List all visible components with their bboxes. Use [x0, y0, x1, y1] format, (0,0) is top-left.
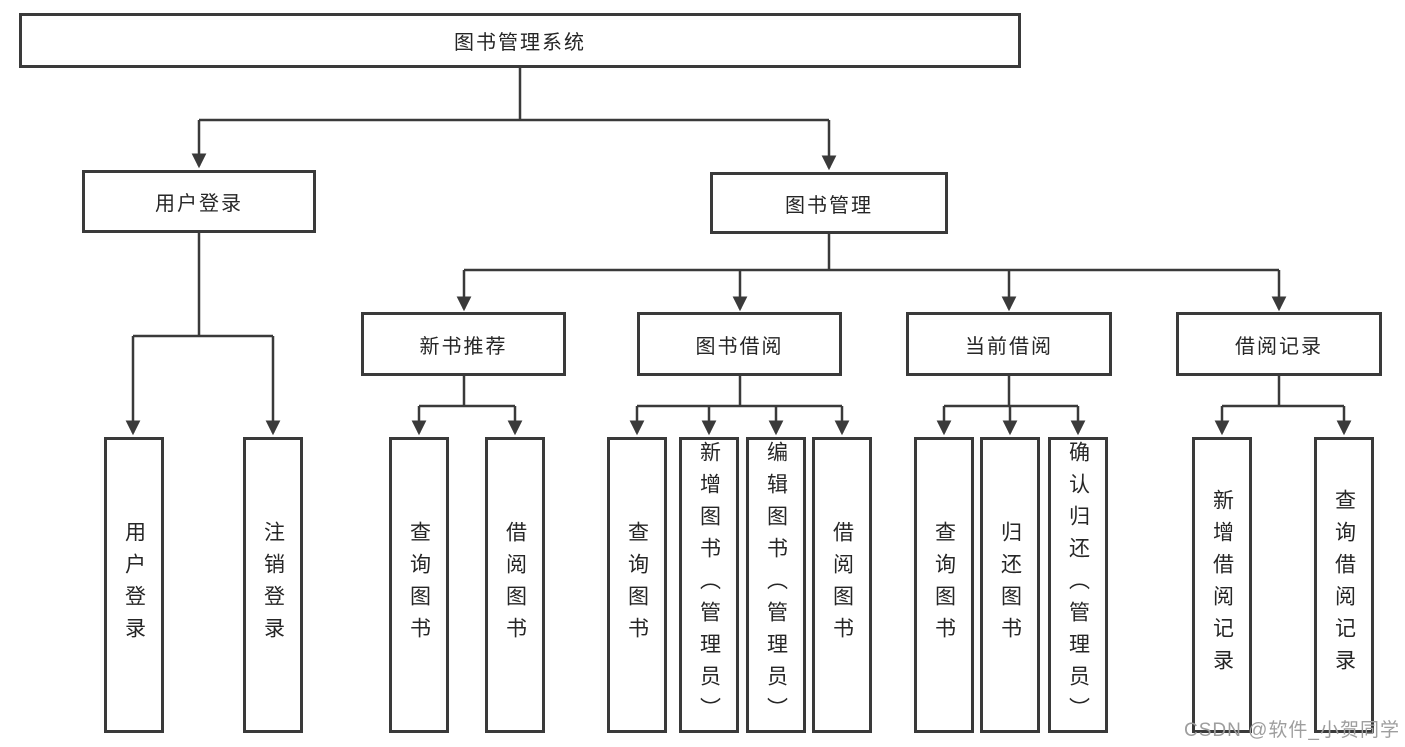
leaf-user-login-label: 用户登录	[122, 521, 146, 649]
node-new-book-recommend: 新书推荐	[361, 312, 566, 376]
leaf-bb-borrow-books: 借阅图书	[812, 437, 872, 733]
leaf-nb-borrow-books-label: 借阅图书	[503, 521, 527, 649]
leaf-nb-borrow-books: 借阅图书	[485, 437, 545, 733]
leaf-br-add-record: 新增借阅记录	[1192, 437, 1252, 733]
node-book-borrow-label: 图书借阅	[695, 335, 784, 358]
leaf-bb-edit-books-admin: 编辑图书（管理员）	[746, 437, 806, 733]
node-root-system: 图书管理系统	[19, 13, 1021, 68]
node-book-management-label: 图书管理	[785, 194, 873, 217]
node-user-login-label: 用户登录	[155, 193, 243, 215]
node-root-label: 图书管理系统	[454, 32, 586, 54]
node-book-borrow: 图书借阅	[637, 312, 842, 376]
leaf-cb-return-books: 归还图书	[980, 437, 1040, 733]
leaf-nb-query-books: 查询图书	[389, 437, 449, 733]
node-new-book-recommend-label: 新书推荐	[419, 335, 508, 358]
csdn-watermark: CSDN @软件_小贺同学	[1184, 720, 1400, 741]
leaf-br-query-record: 查询借阅记录	[1314, 437, 1374, 733]
leaf-logout: 注销登录	[243, 437, 303, 733]
leaf-cb-query-books-label: 查询图书	[932, 521, 956, 649]
leaf-bb-borrow-books-label: 借阅图书	[830, 521, 854, 649]
leaf-br-add-record-label: 新增借阅记录	[1210, 489, 1234, 681]
leaf-bb-add-books-admin: 新增图书（管理员）	[679, 437, 739, 733]
leaf-user-login: 用户登录	[104, 437, 164, 733]
leaf-cb-confirm-return-admin: 确认归还（管理员）	[1048, 437, 1108, 733]
node-borrow-record-label: 借阅记录	[1235, 335, 1323, 358]
leaf-bb-edit-books-admin-label: 编辑图书（管理员）	[764, 441, 788, 729]
leaf-bb-add-books-admin-label: 新增图书（管理员）	[697, 441, 721, 729]
leaf-cb-confirm-return-admin-label: 确认归还（管理员）	[1066, 441, 1090, 729]
leaf-nb-query-books-label: 查询图书	[407, 521, 431, 649]
leaf-logout-label: 注销登录	[261, 521, 285, 649]
leaf-bb-query-books: 查询图书	[607, 437, 667, 733]
node-user-login: 用户登录	[82, 170, 316, 233]
leaf-br-query-record-label: 查询借阅记录	[1332, 489, 1356, 681]
leaf-bb-query-books-label: 查询图书	[625, 521, 649, 649]
node-borrow-record: 借阅记录	[1176, 312, 1382, 376]
leaf-cb-query-books: 查询图书	[914, 437, 974, 733]
node-current-borrow: 当前借阅	[906, 312, 1112, 376]
node-current-borrow-label: 当前借阅	[965, 335, 1053, 358]
node-book-management: 图书管理	[710, 172, 948, 234]
leaf-cb-return-books-label: 归还图书	[998, 521, 1022, 649]
